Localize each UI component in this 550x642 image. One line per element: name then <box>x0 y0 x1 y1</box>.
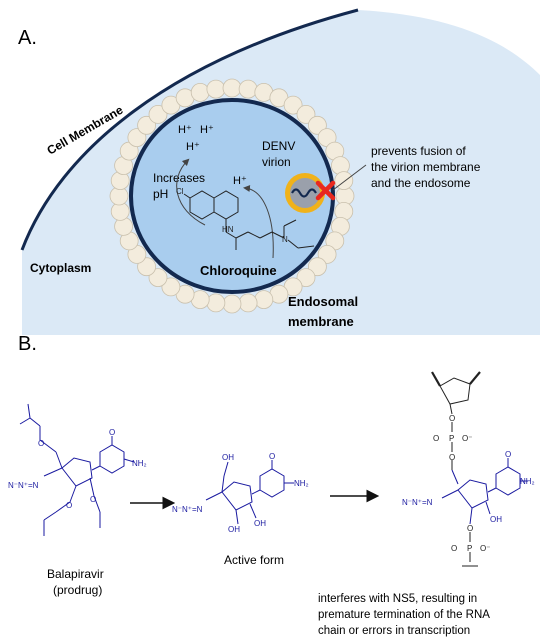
lipid-bead <box>161 277 181 297</box>
note-line-1: interferes with NS5, resulting in <box>318 593 477 605</box>
active-oh-1: OH <box>222 453 234 462</box>
prodrug-label-2: (prodrug) <box>53 583 102 597</box>
panel-b-letter: B. <box>18 333 37 355</box>
active-form-label: Active form <box>224 553 284 567</box>
h-plus-4: H⁺ <box>233 175 247 187</box>
inc-o-base: O <box>505 450 511 459</box>
lipid-bead <box>296 105 316 124</box>
balapiravir-o-ester-3: O <box>90 495 96 504</box>
lipid-bead <box>222 294 242 314</box>
increases-label-1: Increases <box>153 171 205 185</box>
inc-o-5: O <box>451 544 457 553</box>
lipid-bead <box>238 79 258 99</box>
lipid-bead <box>296 268 316 288</box>
h-plus-2: H⁺ <box>200 124 214 136</box>
lipid-bead <box>222 78 242 98</box>
note-line-2: premature termination of the RNA <box>318 609 490 621</box>
note-line-3: chain or errors in transcription <box>318 625 470 637</box>
active-oh-2: OH <box>228 525 240 534</box>
balapiravir-nh2: NH₂ <box>132 459 147 468</box>
active-nh2: NH₂ <box>294 479 309 488</box>
panel-a-letter: A. <box>18 27 37 49</box>
inc-o-3: O <box>449 453 455 462</box>
inc-p-2: P <box>467 544 472 553</box>
lipid-bead <box>137 115 157 135</box>
lipid-bead <box>238 293 258 313</box>
denv-label-2: virion <box>262 155 291 169</box>
x-mark <box>315 180 336 201</box>
balapiravir-o-ester-1: O <box>38 439 44 448</box>
arrow-proton-right <box>243 185 274 259</box>
lipid-bead <box>206 79 226 99</box>
inc-oh: OH <box>490 515 502 524</box>
chloroquine-structure <box>183 190 315 250</box>
prevents-label-2: the virion membrane <box>371 160 481 174</box>
h-plus-1: H⁺ <box>178 124 192 136</box>
inc-ominus-2: O⁻ <box>480 544 490 553</box>
inc-azide: N⁻N⁺=N <box>402 498 433 507</box>
inc-p-1: P <box>449 434 454 443</box>
balapiravir-azide: N⁻N⁺=N <box>8 481 39 490</box>
lipid-bead <box>307 257 327 277</box>
lipid-bead <box>190 83 210 102</box>
lipid-bead <box>283 95 303 115</box>
cytoplasm-label: Cytoplasm <box>30 261 91 275</box>
denv-virion <box>285 173 325 213</box>
inc-nh2: NH₂ <box>520 477 535 486</box>
cell-membrane-line <box>20 8 359 251</box>
increases-label-2: pH <box>153 187 168 201</box>
endosomal-label-1: Endosomal <box>288 294 358 309</box>
active-oh-3: OH <box>254 519 266 528</box>
prevents-label-1: prevents fusion of <box>371 144 466 158</box>
chloroquine-n: N <box>282 235 288 244</box>
chloroquine-cl: Cl <box>176 187 184 196</box>
lipid-bead <box>148 105 168 124</box>
active-form-structure <box>205 460 294 525</box>
lipid-bead <box>148 268 168 288</box>
endosomal-label-2: membrane <box>288 314 354 329</box>
chloroquine-label: Chloroquine <box>200 263 277 278</box>
lipid-bead <box>206 293 226 313</box>
balapiravir-o: O <box>109 428 115 437</box>
lipid-bilayer <box>109 78 355 314</box>
chloroquine-hn: HN <box>222 225 234 234</box>
balapiravir-o-ester-2: O <box>66 501 72 510</box>
inc-o-2: O <box>433 434 439 443</box>
prodrug-label-1: Balapiravir <box>47 567 104 581</box>
incorporated-structure <box>431 371 528 567</box>
h-plus-3: H⁺ <box>186 141 200 153</box>
arrow-proton-left <box>176 158 206 226</box>
inc-ominus-1: O⁻ <box>462 434 472 443</box>
active-azide: N⁻N⁺=N <box>172 505 203 514</box>
callout-line <box>332 164 367 191</box>
inc-o-1: O <box>449 414 455 423</box>
denv-label-1: DENV <box>262 139 295 153</box>
active-o: O <box>269 452 275 461</box>
balapiravir-structure <box>19 403 135 536</box>
inc-o-4: O <box>467 524 473 533</box>
lipid-bead <box>254 290 274 310</box>
prevents-label-3: and the endosome <box>371 176 471 190</box>
